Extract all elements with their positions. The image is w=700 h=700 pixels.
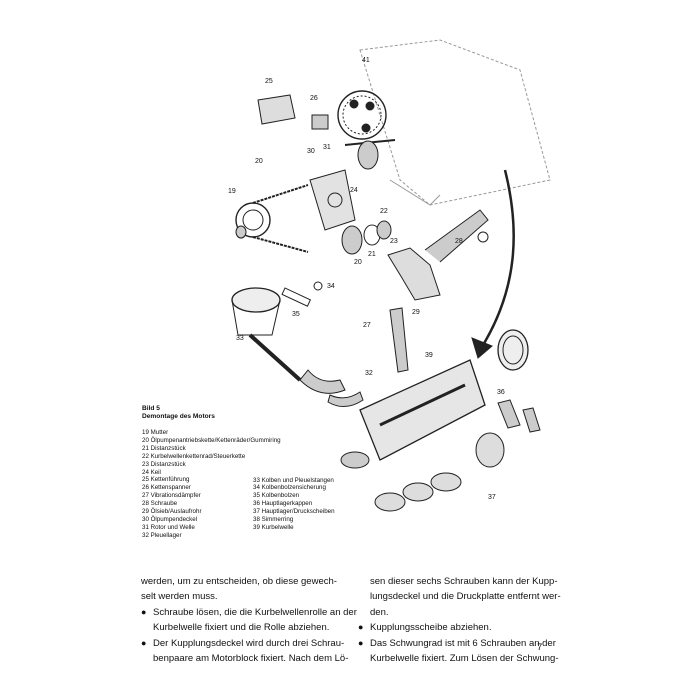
engine-exploded-illustration: 41 25 26 31 30 20 24 19 22 21 23 20 28 2… bbox=[140, 30, 570, 530]
legend-column-2: 33 Kolben und Pleuelstangen 34 Kolbenbol… bbox=[253, 477, 335, 532]
figure-legend: Bild 5 Demontage des Motors 19 Mutter 20… bbox=[142, 405, 402, 539]
legend-item: 29 Ölsieb/Auslaufrohr bbox=[142, 508, 202, 516]
legend-item: 20 Ölpumpenantriebskette/Kettenräder/Gum… bbox=[142, 436, 281, 444]
body-text-left-column: werden, um zu entscheiden, ob diese gewe… bbox=[141, 574, 357, 666]
legend-item: 33 Kolben und Pleuelstangen bbox=[253, 476, 334, 484]
callout-37: 37 bbox=[488, 494, 496, 501]
callout-24: 24 bbox=[350, 187, 358, 194]
bullet-line: Schraube lösen, die die Kurbelwellenroll… bbox=[141, 605, 357, 621]
body-text-right-column: sen dieser sechs Schrauben kann der Kupp… bbox=[358, 574, 566, 666]
text-line: den. bbox=[370, 606, 389, 618]
callout-23: 23 bbox=[390, 238, 398, 245]
legend-item: 25 Kettenführung bbox=[142, 476, 190, 484]
callout-22: 22 bbox=[380, 208, 388, 215]
callout-25: 25 bbox=[265, 78, 273, 85]
bullet-line: Der Kupplungsdeckel wird durch drei Schr… bbox=[141, 636, 349, 652]
callout-20: 20 bbox=[255, 158, 263, 165]
legend-item: 22 Kurbelwellenkettenrad/Steuerkette bbox=[142, 452, 246, 460]
callout-21: 21 bbox=[368, 251, 376, 258]
text-line: selt werden muss. bbox=[141, 591, 218, 603]
text-line: lungsdeckel und die Druckplatte entfernt… bbox=[370, 591, 561, 603]
legend-item: 31 Rotor und Welle bbox=[142, 523, 195, 531]
legend-item: 35 Kolbenbolzen bbox=[253, 492, 300, 500]
text-line: sen dieser sechs Schrauben kann der Kupp… bbox=[370, 576, 558, 587]
text-line: werden, um zu entscheiden, ob diese gewe… bbox=[141, 576, 337, 587]
bullet-line: Kupplungsscheibe abziehen. bbox=[358, 620, 566, 636]
text-line: Kurbelwelle fixiert. Zum Lösen der Schwu… bbox=[370, 653, 559, 665]
callout-31: 31 bbox=[323, 144, 331, 151]
callout-36: 36 bbox=[497, 389, 505, 396]
legend-item: 24 Keil bbox=[142, 468, 161, 476]
text-line: Kurbelwelle fixiert und die Rolle abzieh… bbox=[153, 622, 330, 634]
legend-item: 36 Hauptlagerkappen bbox=[253, 500, 313, 508]
callout-41: 41 bbox=[362, 57, 370, 64]
callout-34: 34 bbox=[327, 283, 335, 290]
legend-item: 23 Distanzstück bbox=[142, 460, 186, 468]
text-line: benpaare am Motorblock fixiert. Nach dem… bbox=[153, 653, 349, 665]
legend-item: 27 Vibrationsdämpfer bbox=[142, 492, 201, 500]
callout-28: 28 bbox=[455, 238, 463, 245]
legend-item: 19 Mutter bbox=[142, 429, 169, 436]
callout-29: 29 bbox=[412, 309, 420, 316]
engine-drawing: 41 25 26 31 30 20 24 19 22 21 23 20 28 2… bbox=[228, 39, 551, 512]
legend-item: 30 Ölpumpendeckel bbox=[142, 515, 198, 523]
callout-30: 30 bbox=[307, 148, 315, 155]
legend-item: 21 Distanzstück bbox=[142, 444, 186, 452]
callout-20b: 20 bbox=[354, 259, 362, 266]
callout-26: 26 bbox=[310, 95, 318, 102]
legend-item: 34 Kolbenbolzensicherung bbox=[253, 484, 326, 492]
figure-caption: Bild 5 bbox=[142, 405, 160, 412]
legend-item: 26 Kettenspanner bbox=[142, 484, 191, 492]
legend-item: 32 Pleuellager bbox=[142, 531, 182, 539]
bullet-line: Das Schwungrad ist mit 6 Schrauben an de… bbox=[358, 636, 566, 652]
legend-item: 37 Hauptlager/Druckscheiben bbox=[253, 508, 335, 516]
legend-column-1: 19 Mutter 20 Ölpumpenantriebskette/Kette… bbox=[142, 429, 281, 540]
callout-33: 33 bbox=[236, 335, 244, 342]
page-number: 7 bbox=[537, 642, 543, 653]
figure-subcaption: Demontage des Motors bbox=[142, 413, 215, 420]
callout-39: 39 bbox=[425, 352, 433, 359]
callout-27: 27 bbox=[363, 322, 371, 329]
legend-item: 28 Schraube bbox=[142, 500, 178, 508]
callout-19: 19 bbox=[228, 188, 236, 195]
callout-35: 35 bbox=[292, 311, 300, 318]
legend-item: 38 Simmerring bbox=[253, 516, 294, 524]
callout-32: 32 bbox=[365, 370, 373, 377]
legend-item: 39 Kurbelwelle bbox=[253, 523, 294, 531]
